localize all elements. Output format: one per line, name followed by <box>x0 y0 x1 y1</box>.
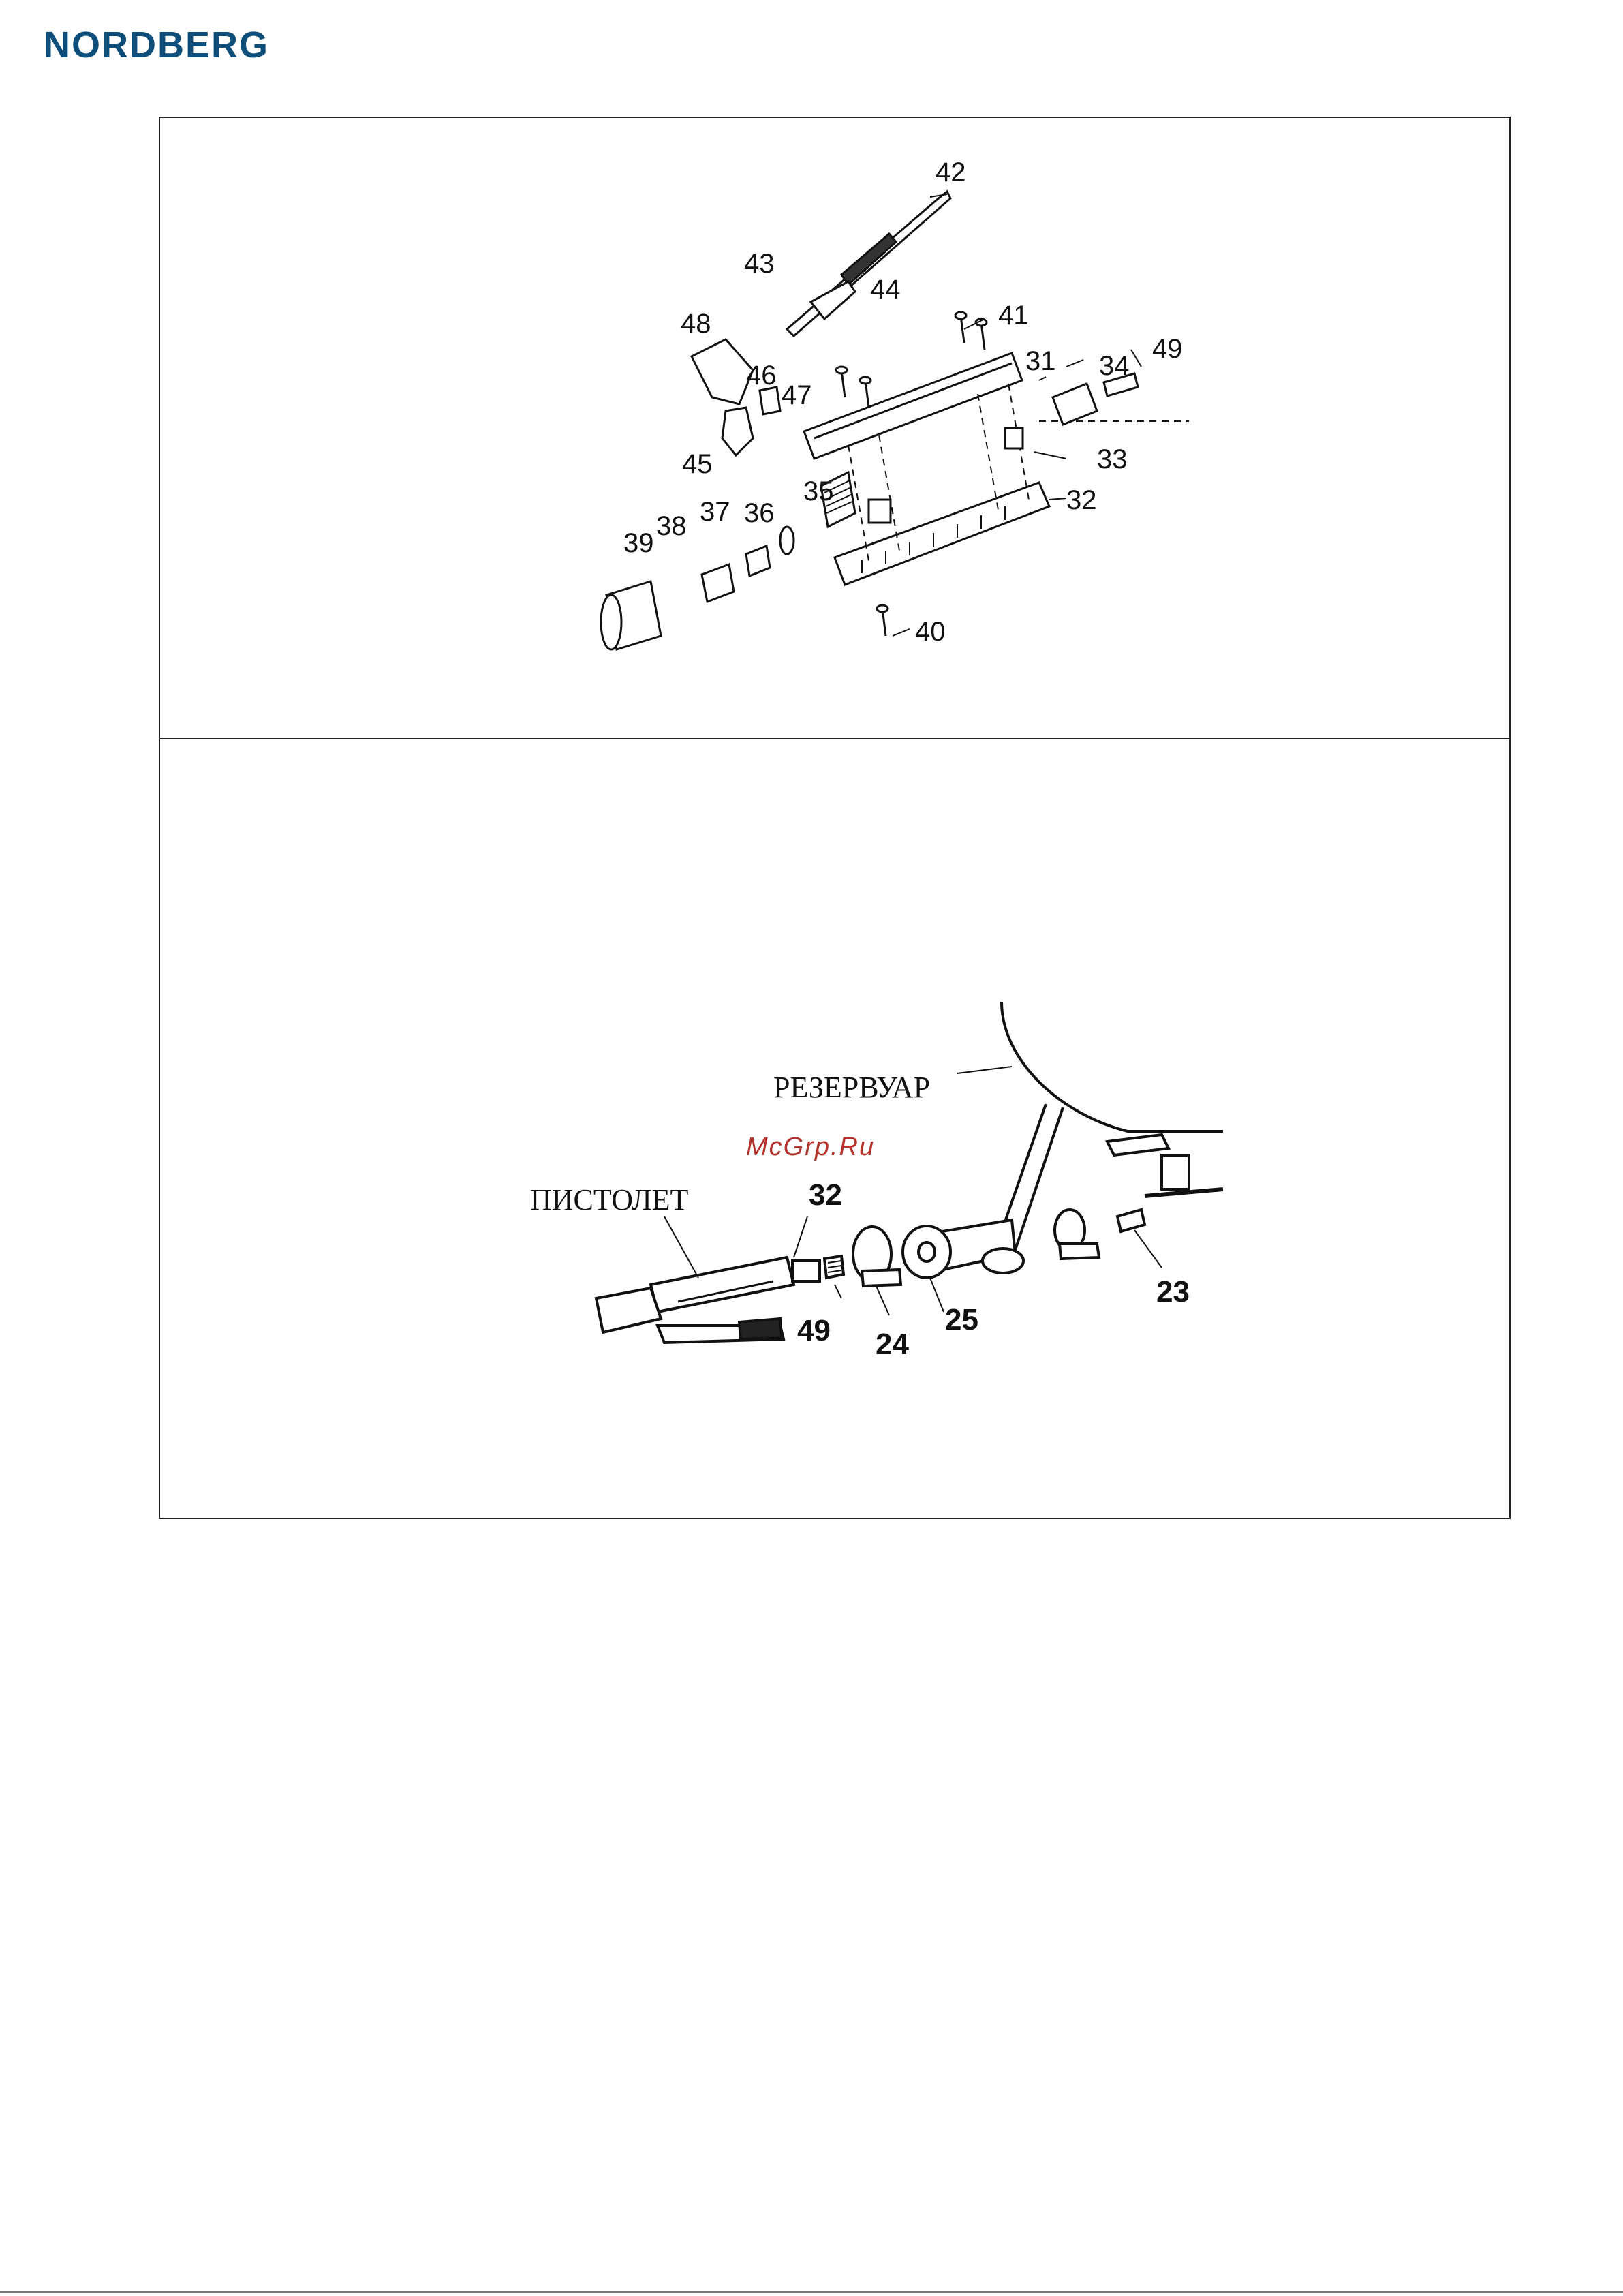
exploded-parts-diagram: 42 43 44 41 48 31 34 49 46 47 45 33 35 3… <box>160 118 1509 738</box>
callout-36: 36 <box>744 498 775 528</box>
callout-46: 46 <box>746 361 777 391</box>
callout-43: 43 <box>744 249 775 279</box>
callout-44: 44 <box>870 275 901 305</box>
callout-32: 32 <box>1066 485 1097 515</box>
callout-49: 49 <box>1152 334 1183 364</box>
footer-divider <box>0 2291 1623 2293</box>
callout-35: 35 <box>803 476 834 506</box>
connection-diagram: РЕЗЕРВУАР McGrp.Ru ПИСТОЛЕТ 32 49 24 25 … <box>160 739 1509 1518</box>
watermark: McGrp.Ru <box>746 1133 875 1161</box>
callout-48: 48 <box>681 309 711 339</box>
callout-45: 45 <box>682 449 713 479</box>
callout-34: 34 <box>1099 351 1130 381</box>
logo-text: NORDBERG <box>44 25 269 64</box>
callout-42: 42 <box>936 157 966 187</box>
callout-41: 41 <box>998 301 1029 331</box>
callout-23: 23 <box>1156 1275 1190 1308</box>
callout-24: 24 <box>876 1328 909 1361</box>
callout-33: 33 <box>1097 444 1128 474</box>
callout-40: 40 <box>915 617 946 647</box>
callout-49: 49 <box>797 1314 831 1347</box>
callout-31: 31 <box>1025 346 1056 376</box>
gun-label: ПИСТОЛЕТ <box>530 1183 688 1216</box>
exploded-view-frame: 42 43 44 41 48 31 34 49 46 47 45 33 35 3… <box>159 117 1511 739</box>
callout-39: 39 <box>623 528 654 558</box>
reservoir-label: РЕЗЕРВУАР <box>773 1071 930 1104</box>
callout-37: 37 <box>700 497 730 527</box>
callout-47: 47 <box>782 380 812 410</box>
callout-25: 25 <box>945 1303 978 1336</box>
nordberg-logo: NORDBERG <box>44 23 343 64</box>
callout-38: 38 <box>656 511 687 541</box>
callout-32: 32 <box>809 1178 842 1212</box>
connection-diagram-frame: РЕЗЕРВУАР McGrp.Ru ПИСТОЛЕТ 32 49 24 25 … <box>159 738 1511 1519</box>
